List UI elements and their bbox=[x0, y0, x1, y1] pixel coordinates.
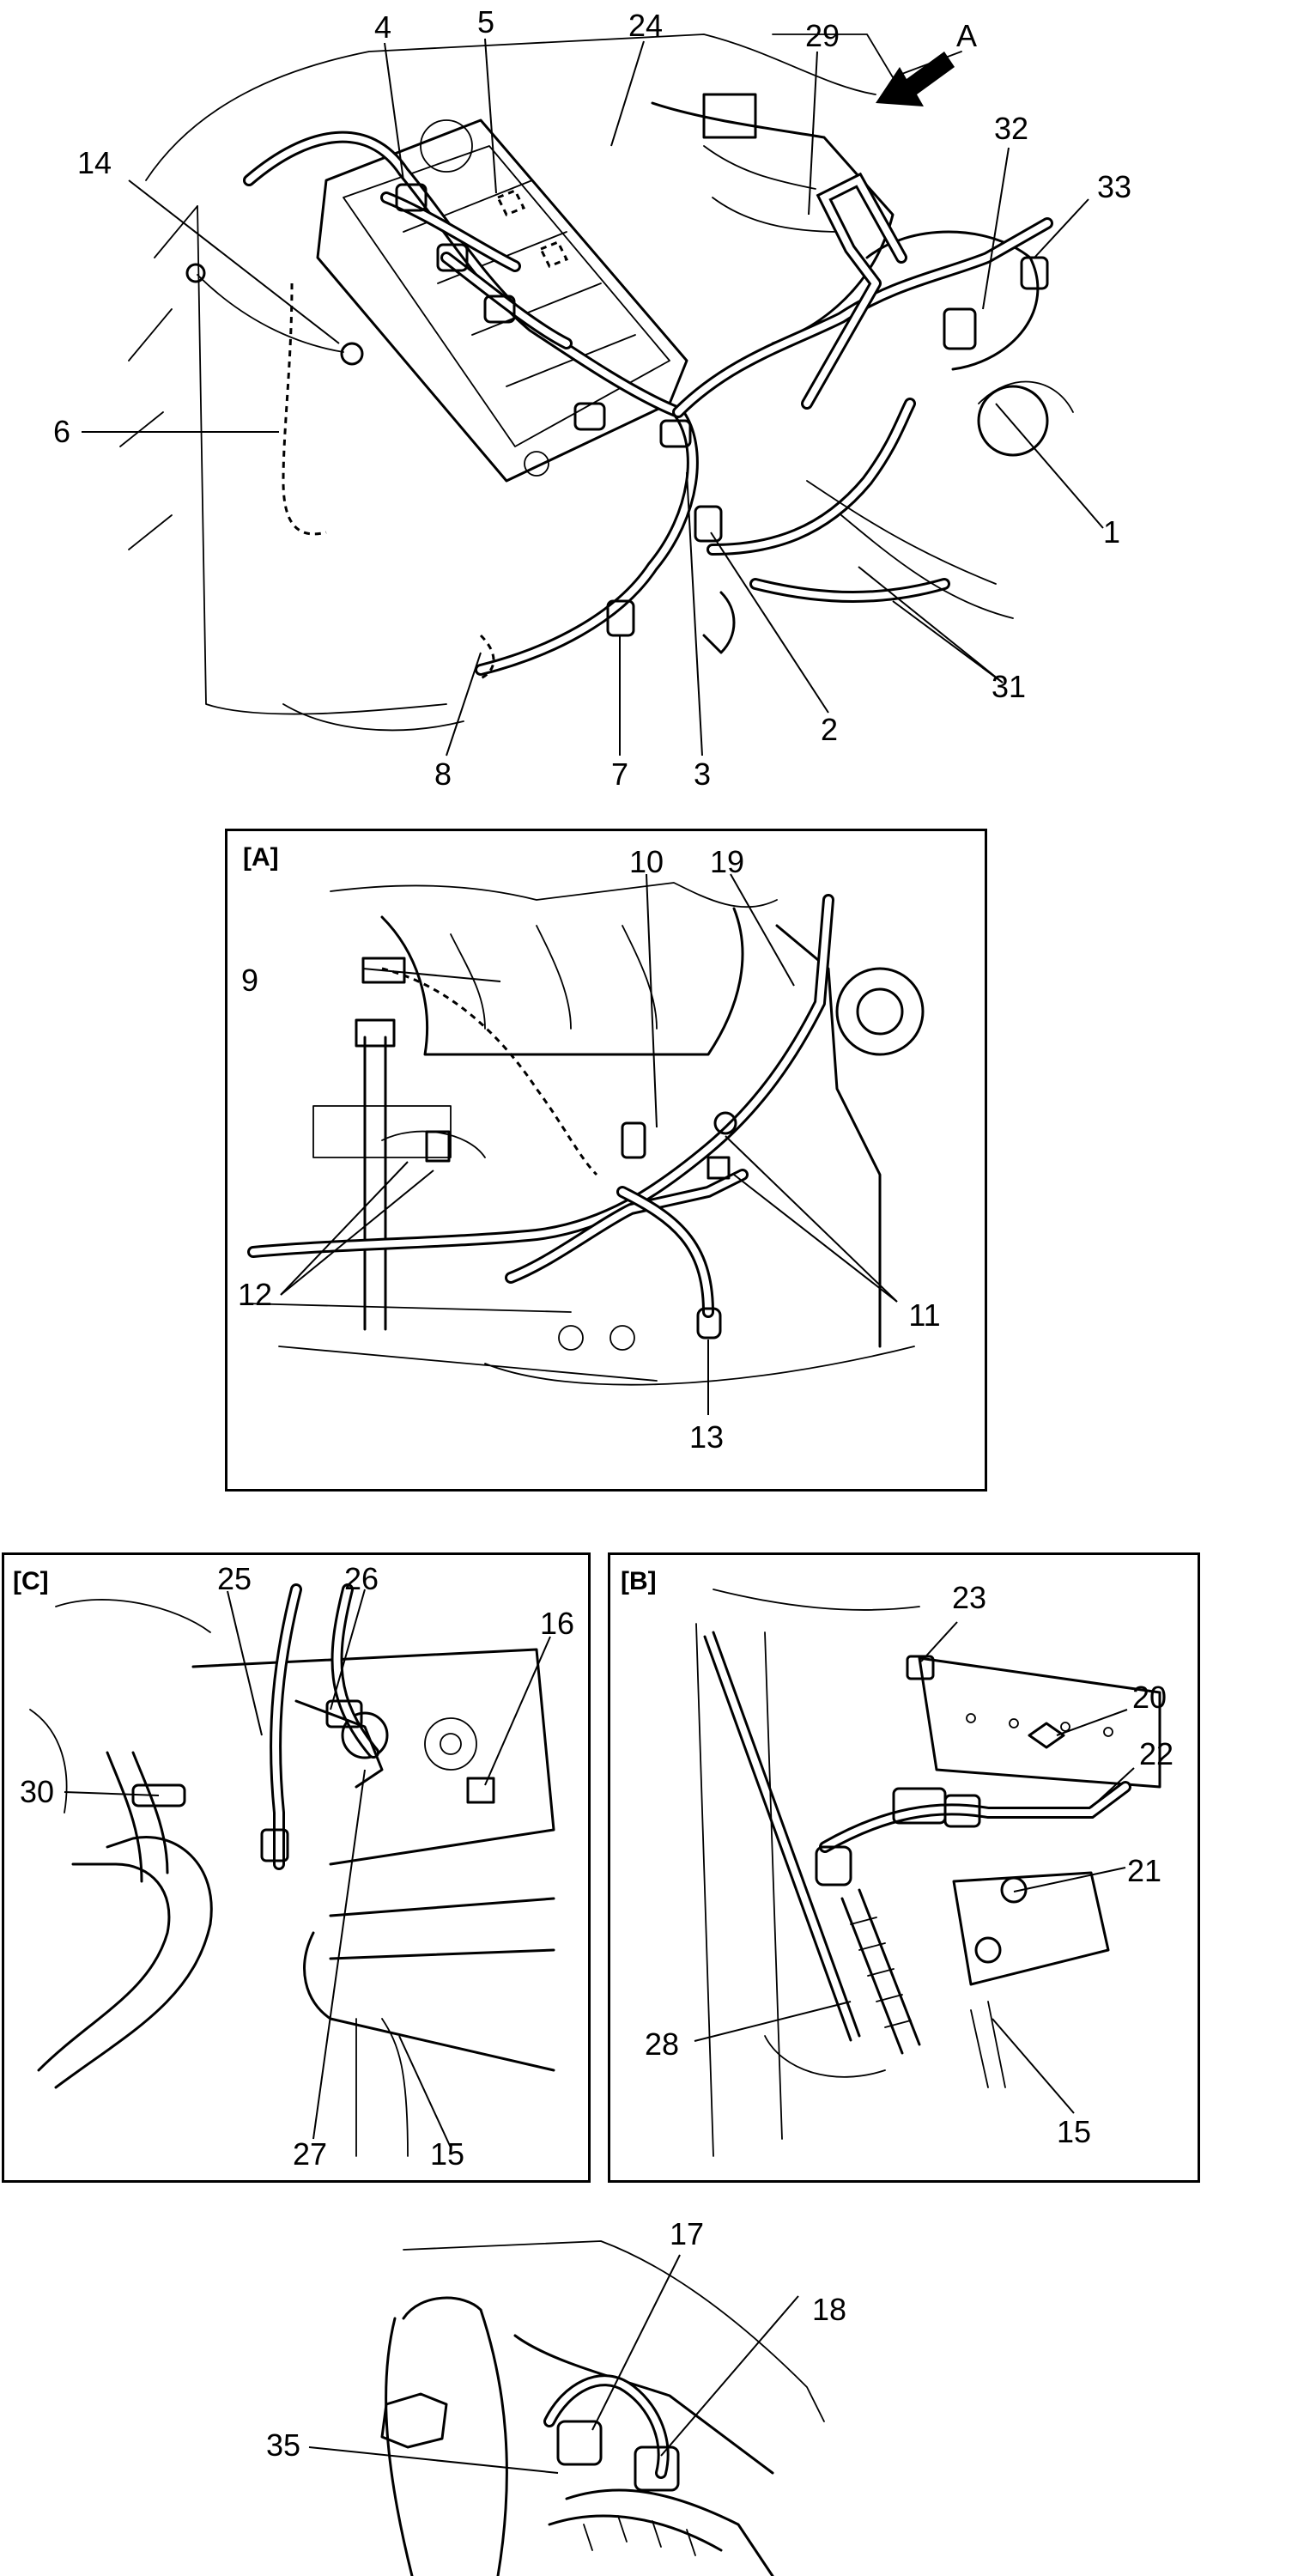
callout-16: 16 bbox=[539, 1606, 575, 1641]
callout-32: 32 bbox=[993, 111, 1029, 146]
callout-13: 13 bbox=[688, 1419, 725, 1455]
callout-7: 7 bbox=[610, 756, 629, 792]
callout-24: 24 bbox=[628, 8, 664, 43]
callout-33: 33 bbox=[1096, 169, 1132, 204]
detail-b-illustration bbox=[694, 1589, 1161, 2157]
callout-11: 11 bbox=[908, 1297, 941, 1333]
callout-22: 22 bbox=[1138, 1736, 1174, 1771]
callout-2: 2 bbox=[820, 712, 839, 747]
main-engine-illustration bbox=[82, 33, 1104, 756]
callout-35: 35 bbox=[265, 2427, 301, 2463]
callout-15-c: 15 bbox=[429, 2136, 465, 2172]
detail-panel-c: [C] bbox=[2, 1552, 591, 2183]
callout-15-b: 15 bbox=[1056, 2114, 1092, 2149]
detail-c-title: [C] bbox=[13, 1567, 49, 1595]
detail-a-illustration bbox=[244, 873, 925, 1415]
callout-23: 23 bbox=[951, 1580, 987, 1615]
callout-3: 3 bbox=[693, 756, 712, 792]
callout-6: 6 bbox=[52, 414, 71, 449]
callout-9: 9 bbox=[240, 963, 259, 998]
detail-c-illustration bbox=[29, 1583, 555, 2157]
callout-27: 27 bbox=[292, 2136, 328, 2172]
detail-a-title: [A] bbox=[243, 843, 279, 872]
callout-30: 30 bbox=[19, 1774, 55, 1809]
callout-29: 29 bbox=[804, 18, 840, 53]
callout-18: 18 bbox=[811, 2292, 847, 2327]
callout-26: 26 bbox=[343, 1561, 379, 1596]
callout-4: 4 bbox=[373, 9, 392, 45]
callout-31: 31 bbox=[991, 669, 1027, 704]
detail-b-title: [B] bbox=[621, 1567, 657, 1595]
callout-25: 25 bbox=[216, 1561, 252, 1596]
callout-12: 12 bbox=[237, 1277, 273, 1312]
callout-19: 19 bbox=[709, 844, 745, 879]
bottom-view-illustration bbox=[308, 2240, 825, 2576]
callout-20: 20 bbox=[1131, 1680, 1167, 1715]
callout-17: 17 bbox=[669, 2216, 705, 2251]
view-marker-a: A bbox=[955, 18, 978, 53]
callout-1: 1 bbox=[1102, 514, 1121, 550]
callout-5: 5 bbox=[476, 4, 495, 39]
callout-21: 21 bbox=[1126, 1853, 1162, 1888]
detail-panel-a: [A] bbox=[225, 829, 987, 1492]
callout-28: 28 bbox=[644, 2026, 680, 2062]
callout-8: 8 bbox=[434, 756, 452, 792]
callout-14: 14 bbox=[76, 145, 112, 180]
callout-10: 10 bbox=[628, 844, 664, 879]
detail-panel-b: [B] bbox=[608, 1552, 1200, 2183]
